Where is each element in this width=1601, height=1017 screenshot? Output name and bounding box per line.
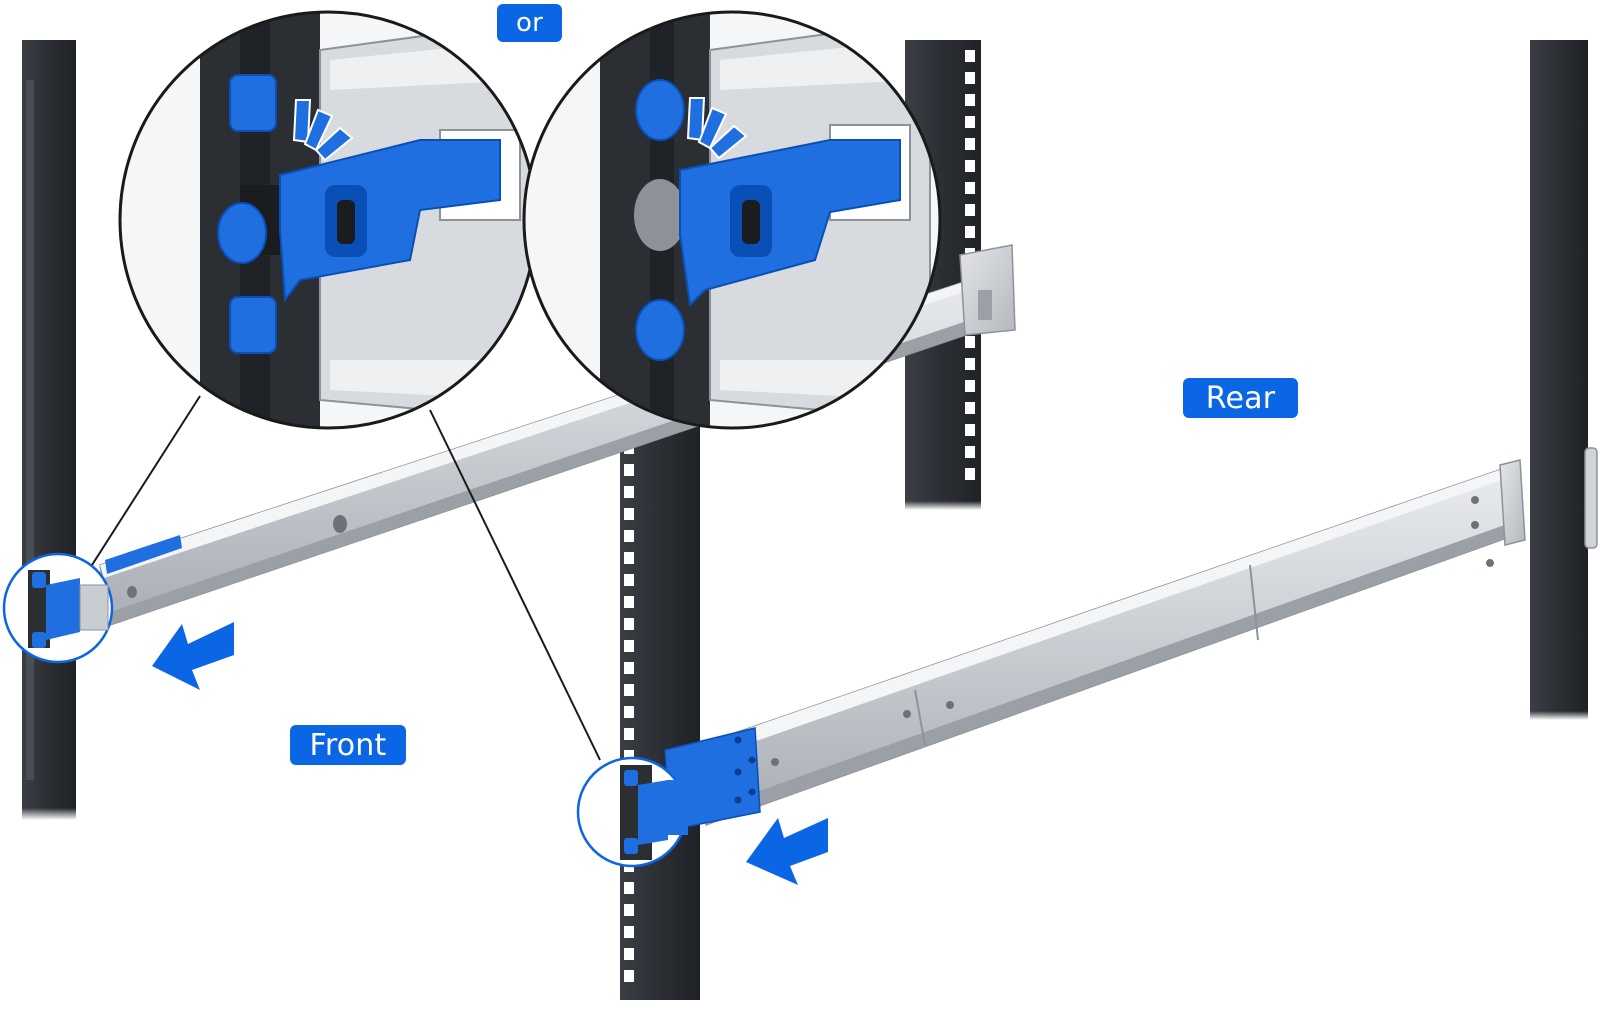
rack-mounting-hole [624,640,634,652]
rack-mounting-hole [965,116,975,128]
rack-mounting-hole [965,424,975,436]
rack-mounting-hole [624,552,634,564]
zoom-callout-left [118,10,538,430]
rack-mounting-hole [624,508,634,520]
callout-leader-lines [91,395,601,761]
rack-mounting-hole [965,50,975,62]
click-sound-icon [686,97,748,160]
zoom-callout-right [522,10,942,430]
rack-mounting-hole [624,728,634,740]
rack-mounting-hole [965,380,975,392]
rack-mounting-hole [624,464,634,476]
or-label: or [497,4,562,42]
rack-mounting-hole [624,706,634,718]
rack-mounting-hole [965,402,975,414]
right-rail [664,447,1598,831]
rack-mounting-hole [965,182,975,194]
rack-mounting-hole [624,926,634,938]
rack-mounting-hole [624,596,634,608]
rack-post-front-left [22,40,76,820]
rack-mounting-hole [624,618,634,630]
rack-mounting-hole [624,750,634,762]
rack-mounting-hole [624,662,634,674]
rack-mounting-hole [965,138,975,150]
rack-mounting-hole [624,530,634,542]
rack-post-front-right [620,400,700,1017]
rack-mounting-hole [624,882,634,894]
rack-mounting-hole [965,226,975,238]
rack-mounting-hole [965,468,975,480]
rail-latch-icon [217,74,501,354]
rack-mounting-hole [965,336,975,348]
rack-mounting-hole [624,486,634,498]
rack-mounting-hole [965,358,975,370]
rack-mounting-hole [965,204,975,216]
rack-mounting-hole [624,904,634,916]
rack-mounting-hole [965,446,975,458]
rack-post-rear-right [1530,40,1588,720]
front-label: Front [290,725,406,765]
rack-mounting-hole [624,574,634,586]
latch-callout-right [576,756,688,868]
rack-mounting-hole [965,160,975,172]
latch-callout-left [2,552,114,664]
rack-mounting-hole [624,684,634,696]
rear-label: Rear [1183,378,1298,418]
rack-mounting-hole [965,94,975,106]
arrow-left-down-icon [152,622,234,690]
rail-latch-icon [635,79,901,361]
arrow-left-down-icon [746,818,828,885]
rack-mounting-hole [965,72,975,84]
click-sound-icon [292,99,354,162]
